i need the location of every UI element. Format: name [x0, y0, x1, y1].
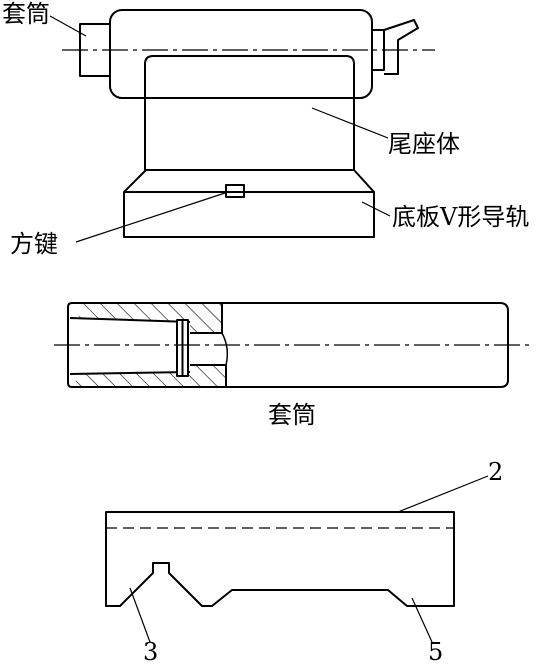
sleeve-hatch-lower	[72, 365, 226, 387]
sleeve-hatch-upper	[72, 303, 222, 333]
leader-5	[411, 597, 433, 643]
caption-sleeve: 套筒	[268, 401, 316, 429]
sleeve-outline	[67, 302, 509, 388]
sleeve-taper-bore	[69, 317, 191, 375]
base-plate-outline	[105, 511, 455, 607]
base-plate	[123, 191, 375, 238]
base-plate-detail	[105, 475, 489, 643]
leader-base	[361, 201, 391, 217]
tailstock-body	[144, 55, 355, 170]
callout-3: 3	[143, 638, 159, 666]
leader-key	[75, 191, 229, 243]
base-plate-top	[123, 169, 375, 193]
sleeve-section	[54, 302, 534, 388]
sleeve-break	[221, 332, 229, 366]
label-square-key: 方键	[10, 230, 58, 258]
leader-body	[311, 107, 389, 139]
leader-sleeve	[49, 15, 87, 37]
handwheel-handle	[383, 19, 419, 75]
callout-2: 2	[488, 458, 504, 486]
label-tailstock-body: 尾座体	[388, 130, 460, 158]
square-key	[225, 184, 245, 198]
callout-5: 5	[428, 638, 444, 666]
label-sleeve: 套筒	[2, 0, 50, 28]
label-base-v-guide: 底板V形导轨	[392, 203, 530, 231]
tailstock-assembly	[49, 9, 435, 243]
tailstock-housing	[109, 9, 373, 99]
leader-2	[397, 475, 489, 513]
leader-3	[129, 587, 151, 643]
